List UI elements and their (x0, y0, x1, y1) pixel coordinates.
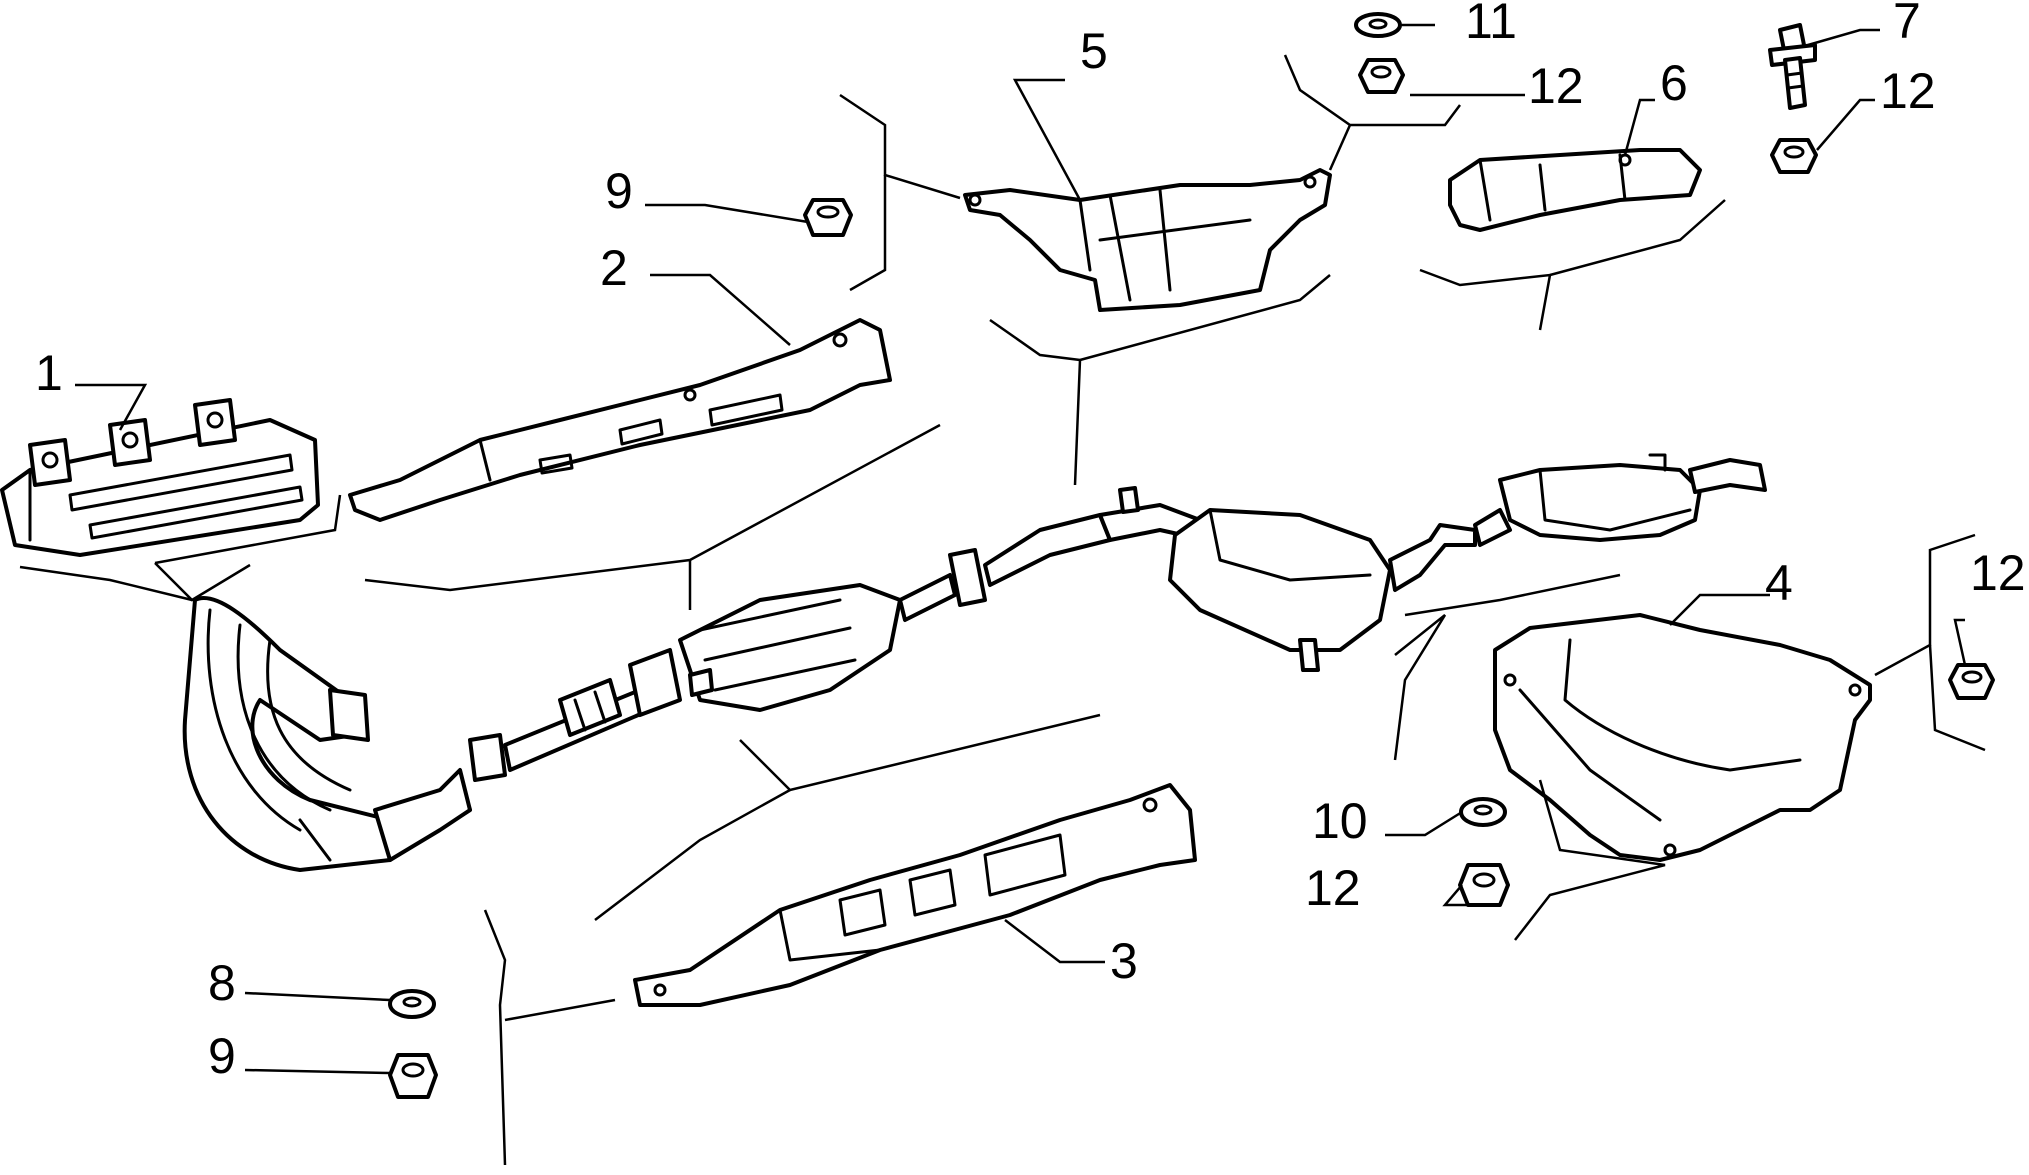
center-muffler (1168, 508, 1392, 672)
part-1-manifold-heat-shield (0, 398, 320, 557)
callout-12-right-top: 12 (1880, 63, 1936, 119)
callout-2: 2 (600, 240, 628, 296)
rear-muffler-assembly (1388, 453, 1767, 592)
part-12-nut-right-top (1770, 138, 1818, 174)
part-9-nut-bottom (388, 1053, 438, 1099)
exhaust-manifold-headers (182, 596, 472, 872)
part-7-bolt (1768, 23, 1817, 110)
callout-8: 8 (208, 955, 236, 1011)
part-5-heat-shield (963, 168, 1332, 312)
part-3-lower-heat-shield (633, 783, 1197, 1007)
callout-4: 4 (1765, 555, 1793, 611)
callout-9-bottom: 9 (208, 1028, 236, 1084)
front-pipe (468, 648, 682, 782)
callout-12-bottom: 12 (1305, 860, 1361, 916)
part-2-heat-shield (348, 318, 892, 522)
part-6-heat-shield (1448, 148, 1702, 232)
part-12-nut-bottom (1458, 863, 1510, 907)
callout-5: 5 (1080, 23, 1108, 79)
part-4-rear-heat-shield (1493, 613, 1872, 862)
part-8-washer (388, 989, 436, 1019)
callout-1: 1 (35, 345, 63, 401)
catalytic-converter (678, 583, 902, 712)
part-9-nut-top (803, 198, 853, 237)
part-10-washer (1459, 797, 1507, 827)
callout-11: 11 (1465, 0, 1517, 49)
callout-12-right-mid: 12 (1970, 545, 2026, 601)
callout-12-top: 12 (1528, 58, 1584, 114)
part-12-nut-right-mid (1948, 663, 1995, 700)
callout-3: 3 (1110, 933, 1138, 989)
callout-10: 10 (1312, 793, 1368, 849)
part-11-washer (1354, 12, 1402, 38)
assembly-braces (19, 54, 1986, 1166)
part-12-nut-top (1358, 58, 1405, 94)
callout-7: 7 (1893, 0, 1921, 49)
callout-labels: 1 2 3 4 5 6 7 8 9 9 10 11 12 12 12 12 (35, 0, 2026, 1084)
intermediate-pipe (898, 486, 1207, 622)
leader-lines (75, 23, 1967, 1075)
callout-6: 6 (1660, 55, 1688, 111)
callout-9-top: 9 (605, 163, 633, 219)
